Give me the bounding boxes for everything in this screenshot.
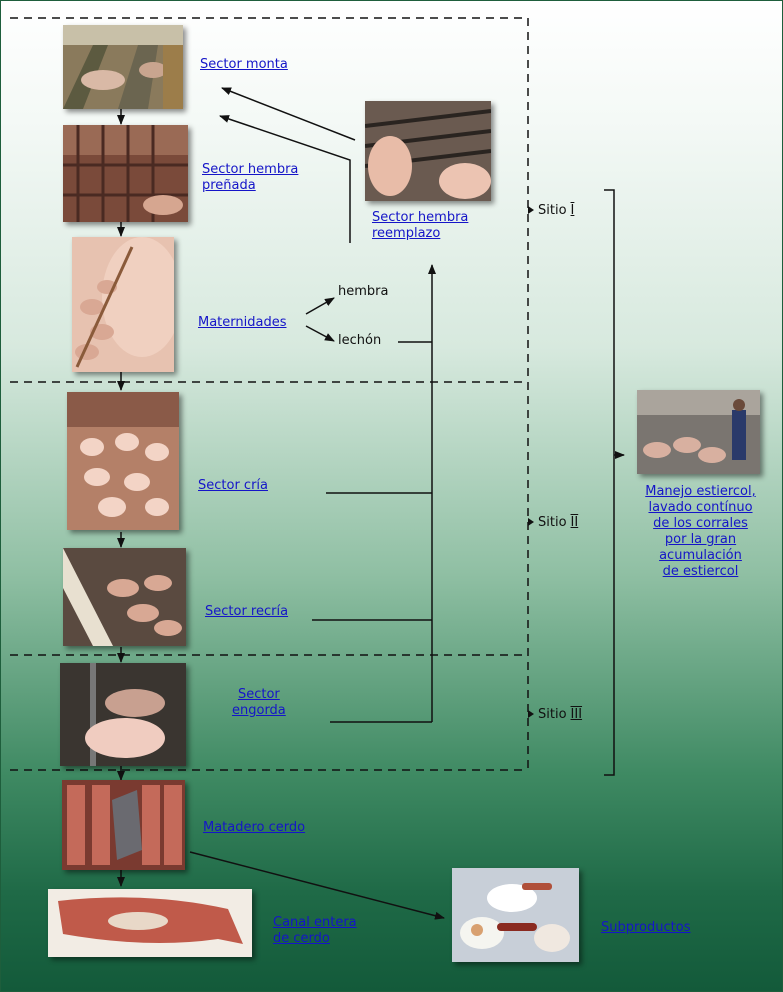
sector-hembra-prenada-line2: preñada bbox=[202, 178, 298, 194]
pointer-triangle-icon bbox=[528, 710, 534, 718]
sitio-ii-label: Sitio II bbox=[528, 515, 578, 530]
sitio-i-label: Sitio I bbox=[528, 203, 574, 218]
canal-line2: de cerdo bbox=[273, 931, 357, 947]
photo-matadero bbox=[62, 780, 185, 870]
subproductos-link[interactable]: Subproductos bbox=[601, 920, 690, 936]
photo-canal-cerdo bbox=[48, 889, 252, 957]
photo-sector-monta bbox=[63, 25, 183, 109]
sector-hembra-reemplazo-link[interactable]: Sector hembra reemplazo bbox=[372, 210, 468, 242]
lechon-label: lechón bbox=[338, 333, 381, 348]
photo-sector-recria bbox=[63, 548, 186, 646]
hembra-label: hembra bbox=[338, 284, 388, 299]
pointer-triangle-icon bbox=[528, 206, 534, 214]
photo-subproductos bbox=[452, 868, 579, 962]
manejo-line5: acumulación bbox=[633, 548, 768, 564]
sitio-iii-label: Sitio III bbox=[528, 707, 582, 722]
canal-line1: Canal entera bbox=[273, 915, 357, 931]
sitio-word: Sitio bbox=[538, 707, 567, 722]
photo-maternidades bbox=[72, 237, 174, 372]
sector-hembra-prenada-link[interactable]: Sector hembra preñada bbox=[202, 162, 298, 194]
manejo-line3: de los corrales bbox=[633, 516, 768, 532]
photo-sector-engorda bbox=[60, 663, 186, 766]
sector-engorda-line1: Sector bbox=[232, 687, 286, 703]
manejo-estiercol-link[interactable]: Manejo estiercol, lavado contínuo de los… bbox=[633, 484, 768, 580]
photo-sector-hembra-reemplazo bbox=[365, 101, 491, 201]
matadero-link[interactable]: Matadero cerdo bbox=[203, 820, 305, 836]
manejo-line6: de estiercol bbox=[633, 564, 768, 580]
manejo-line2: lavado contínuo bbox=[633, 500, 768, 516]
sitio-iii-number: III bbox=[571, 707, 583, 722]
sitio-word: Sitio bbox=[538, 203, 567, 218]
sector-engorda-line2: engorda bbox=[232, 703, 286, 719]
manejo-line1: Manejo estiercol, bbox=[633, 484, 768, 500]
sector-recria-link[interactable]: Sector recría bbox=[205, 604, 288, 620]
pointer-triangle-icon bbox=[528, 518, 534, 526]
sector-engorda-link[interactable]: Sector engorda bbox=[232, 687, 286, 719]
sector-hembra-prenada-line1: Sector hembra bbox=[202, 162, 298, 178]
sector-monta-link[interactable]: Sector monta bbox=[200, 57, 288, 73]
sitio-word: Sitio bbox=[538, 515, 567, 530]
maternidades-link[interactable]: Maternidades bbox=[198, 315, 287, 331]
sitio-ii-number: II bbox=[571, 515, 579, 530]
photo-sector-hembra-prenada bbox=[63, 125, 188, 222]
manejo-line4: por la gran bbox=[633, 532, 768, 548]
sector-hembra-reemplazo-line2: reemplazo bbox=[372, 226, 468, 242]
sitios-bracket bbox=[604, 190, 624, 775]
canal-cerdo-link[interactable]: Canal entera de cerdo bbox=[273, 915, 357, 947]
photo-manejo-estiercol bbox=[637, 390, 760, 474]
sector-cria-link[interactable]: Sector cría bbox=[198, 478, 268, 494]
photo-sector-cria bbox=[67, 392, 179, 530]
sitio-i-number: I bbox=[571, 203, 575, 218]
maternidades-branches bbox=[306, 298, 334, 341]
sector-hembra-reemplazo-line1: Sector hembra bbox=[372, 210, 468, 226]
